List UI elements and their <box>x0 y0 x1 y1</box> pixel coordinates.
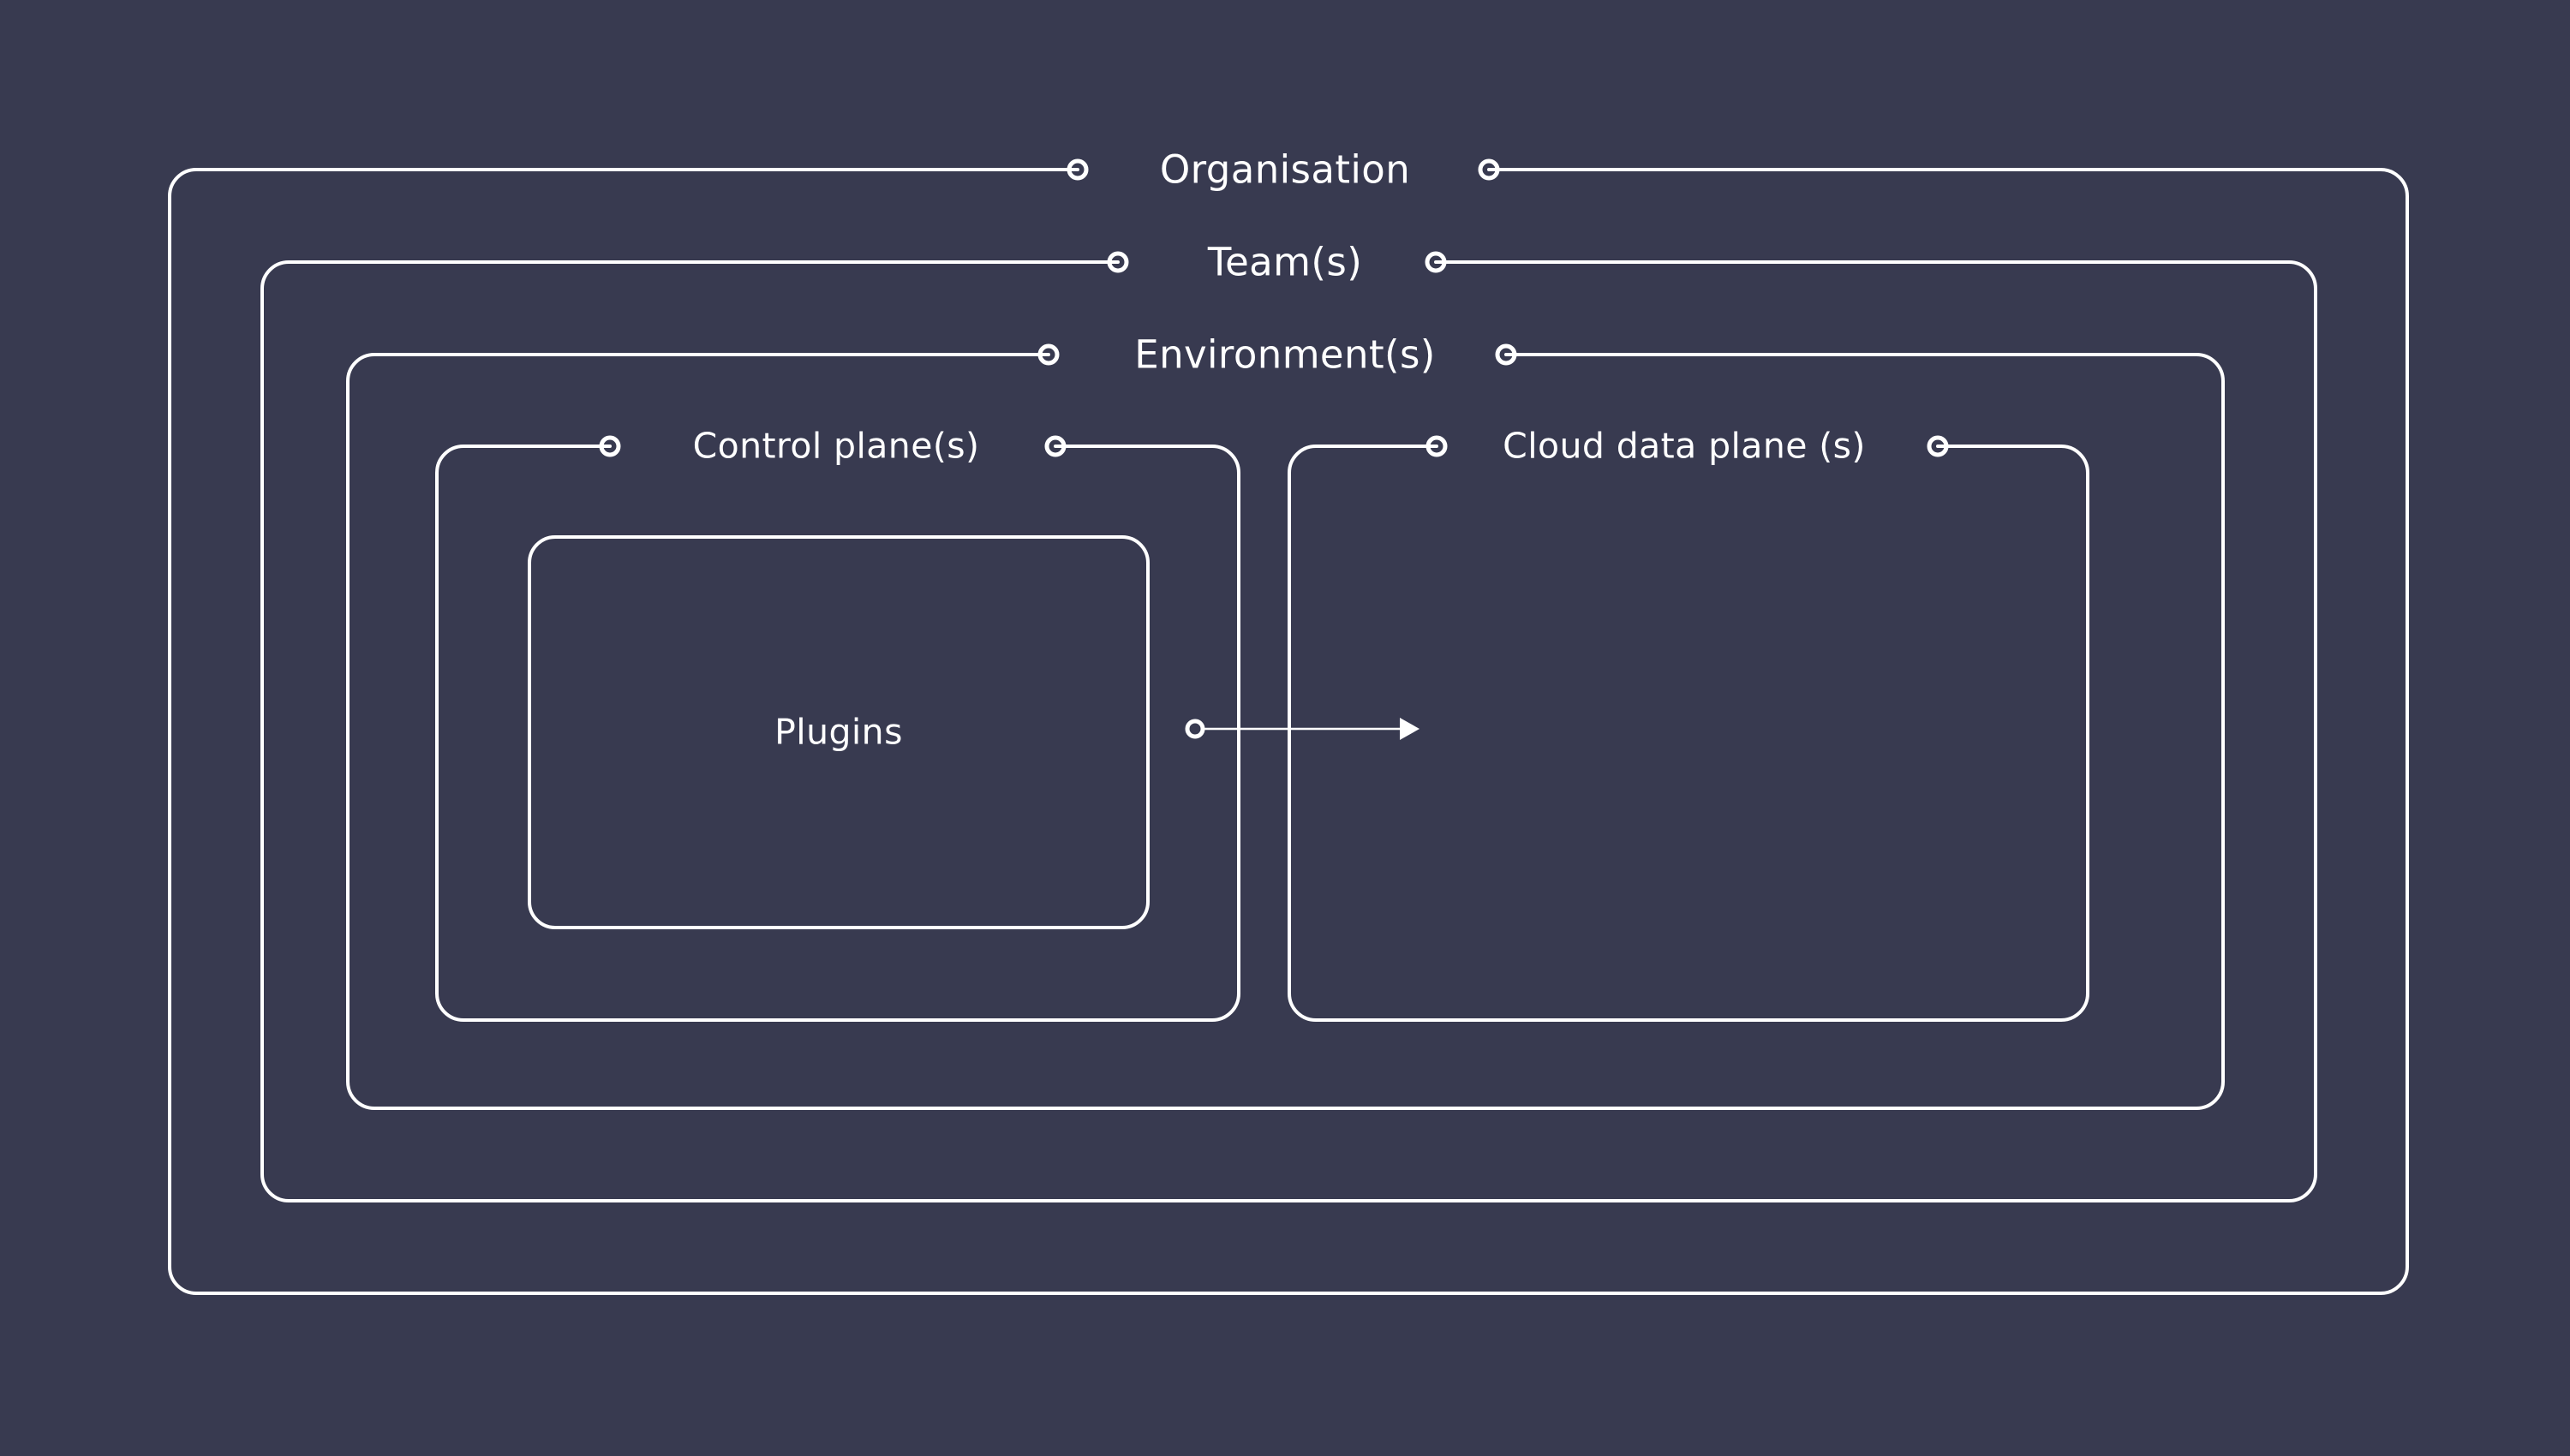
cloud-data-plane-box[interactable] <box>1288 435 2089 1022</box>
team-box[interactable] <box>260 251 2317 1202</box>
plugins-label: Plugins <box>774 711 903 753</box>
environment-box[interactable] <box>346 343 2225 1110</box>
cloud-data-plane-box-outline <box>1288 445 2089 1022</box>
circle-terminator-icon <box>1037 343 1060 366</box>
plugins-to-cloud-data-plane-connector[interactable] <box>1185 718 1419 740</box>
plugins-box-outline <box>528 535 1150 929</box>
team-label: Team(s) <box>1207 239 1363 285</box>
control-plane-box[interactable] <box>435 435 1240 1022</box>
organisation-label: Organisation <box>1159 146 1411 193</box>
circle-terminator-icon <box>1185 719 1205 739</box>
cloud-data-plane-label: Cloud data plane (s) <box>1503 425 1866 467</box>
circle-terminator-icon <box>1425 435 1448 457</box>
circle-terminator-icon <box>599 435 621 457</box>
plugins-box[interactable] <box>528 535 1150 929</box>
environment-label: Environment(s) <box>1134 331 1436 378</box>
circle-terminator-icon <box>1478 158 1500 181</box>
circle-terminator-icon <box>1107 251 1129 273</box>
circle-terminator-icon <box>1044 435 1067 457</box>
circle-terminator-icon <box>1425 251 1447 273</box>
organisation-box[interactable] <box>168 158 2409 1295</box>
team-box-outline <box>260 260 2317 1202</box>
circle-terminator-icon <box>1495 343 1517 366</box>
arrowhead-icon <box>1400 718 1419 740</box>
environment-box-outline <box>346 353 2225 1110</box>
control-plane-label: Control plane(s) <box>692 425 980 467</box>
control-plane-box-outline <box>435 445 1240 1022</box>
organisation-box-outline <box>168 168 2409 1295</box>
circle-terminator-icon <box>1067 158 1089 181</box>
circle-terminator-icon <box>1927 435 1949 457</box>
